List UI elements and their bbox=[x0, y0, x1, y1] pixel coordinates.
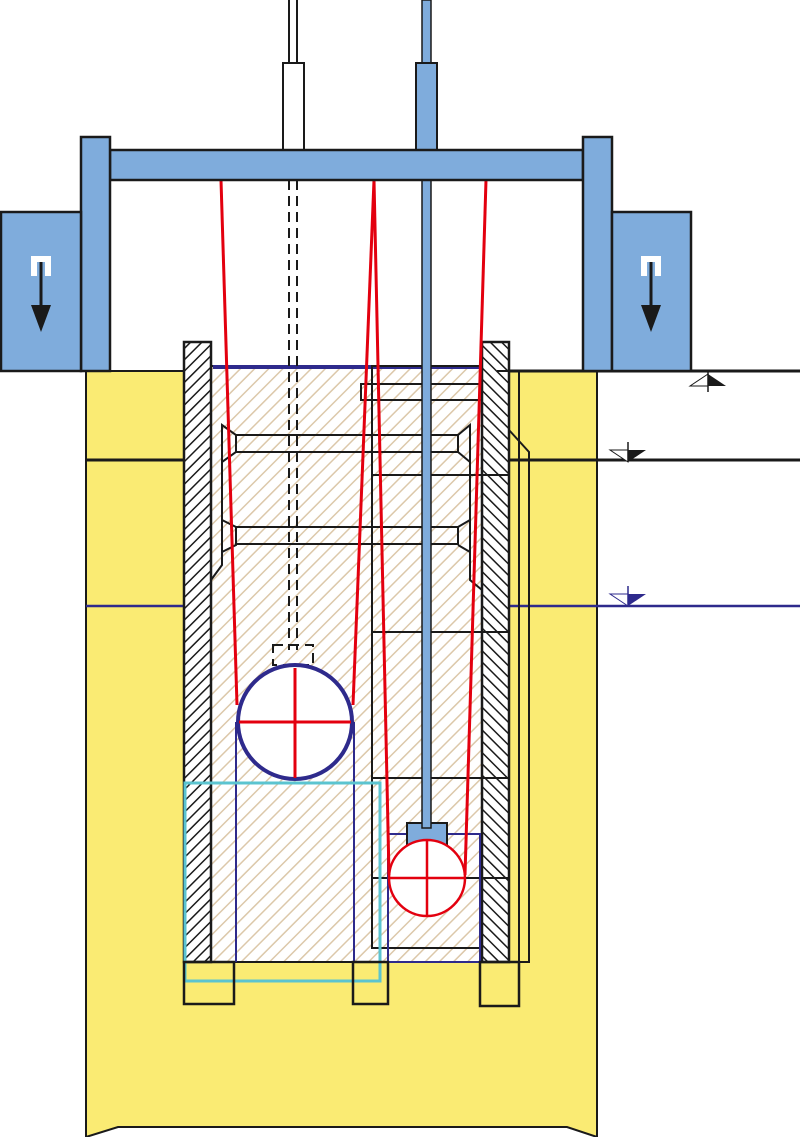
cross-beam bbox=[108, 148, 585, 182]
water-level-icon bbox=[608, 442, 646, 463]
cables bbox=[219, 179, 488, 876]
water-level-icon bbox=[688, 370, 726, 392]
cyan-frame bbox=[183, 781, 382, 983]
arrow-down-icon bbox=[641, 256, 661, 332]
arrow-down-icon bbox=[31, 256, 51, 332]
white-rod bbox=[282, 62, 305, 151]
blue-rod bbox=[415, 62, 438, 151]
water-level-icon bbox=[608, 586, 646, 607]
foot-middle bbox=[351, 960, 390, 1006]
left-wall bbox=[182, 340, 213, 964]
blue-rod-top bbox=[421, 0, 432, 64]
right-column bbox=[581, 135, 614, 373]
right-wall bbox=[480, 340, 511, 964]
left-column bbox=[79, 135, 112, 373]
blue-shaft bbox=[421, 179, 432, 829]
foot-left bbox=[182, 960, 236, 1006]
foot-right bbox=[478, 960, 521, 1008]
